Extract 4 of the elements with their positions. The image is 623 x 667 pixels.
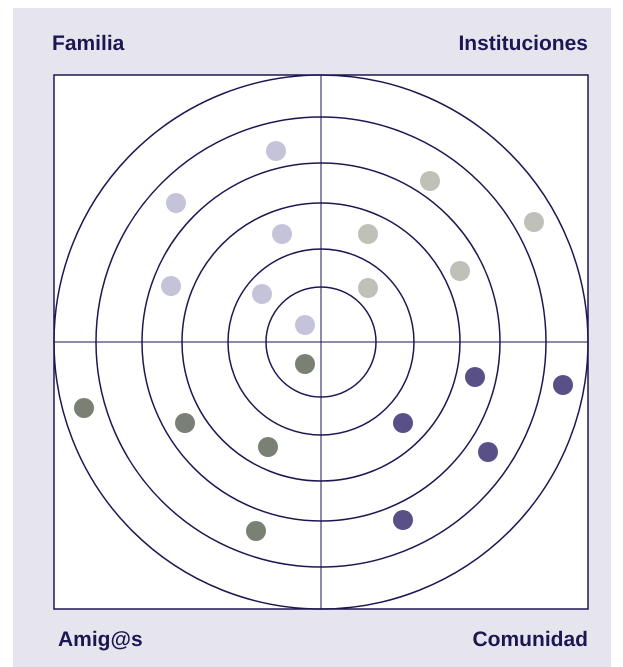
quadrant-label: Amig@s [58,628,143,652]
quadrant-label: Instituciones [458,32,588,56]
quadrant-label: Comunidad [472,628,588,652]
quadrant-label: Familia [52,32,124,56]
